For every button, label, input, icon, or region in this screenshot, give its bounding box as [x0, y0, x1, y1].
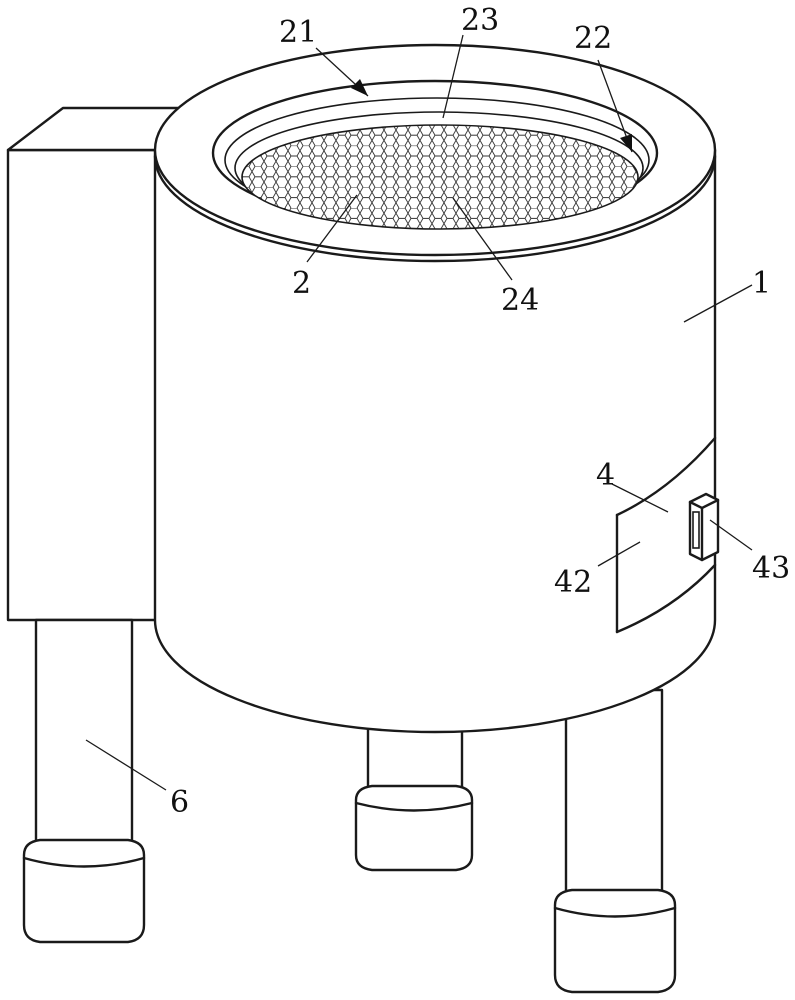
reference-labels: 21 23 22 2 24 1 4 42 43 6	[170, 3, 790, 820]
label-24: 24	[501, 283, 539, 318]
front-leg-left	[22, 618, 146, 944]
leader-lines	[85, 34, 753, 791]
label-6: 6	[170, 785, 189, 820]
side-door	[615, 436, 717, 634]
label-4: 4	[596, 458, 615, 493]
label-2: 2	[292, 266, 311, 301]
label-42: 42	[554, 565, 592, 600]
label-1: 1	[752, 266, 771, 301]
label-23: 23	[461, 3, 499, 38]
mesh-plate	[241, 124, 639, 230]
cylinder-body	[153, 148, 717, 734]
door-handle	[688, 492, 720, 562]
label-22: 22	[574, 21, 612, 56]
label-21: 21	[279, 15, 317, 50]
label-43: 43	[752, 551, 790, 586]
rear-leg-right	[553, 688, 677, 994]
